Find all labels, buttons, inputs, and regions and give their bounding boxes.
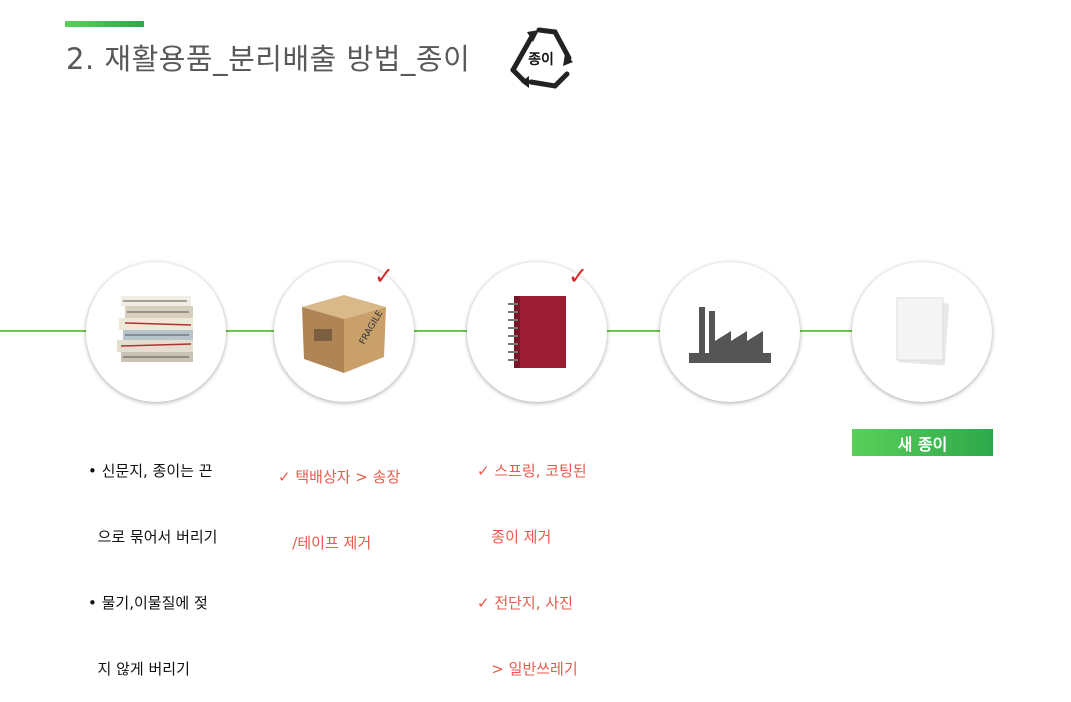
- note-line: > 일반쓰레기: [477, 660, 578, 678]
- note-line: • 물기,이물질에 젖: [88, 594, 208, 612]
- factory-icon: [689, 307, 771, 363]
- step-factory: [660, 262, 800, 402]
- step-notebook: [467, 262, 607, 402]
- note-line: ✓ 스프링, 코팅된: [477, 462, 587, 480]
- paper-sheets-icon: [896, 297, 950, 366]
- step3-notes: ✓ 스프링, 코팅된 종이 제거 ✓ 전단지, 사진 > 일반쓰레기: [477, 416, 587, 702]
- recycle-paper-icon: 종이: [505, 20, 577, 92]
- title-accent-bar: [65, 21, 144, 27]
- note-line: /테이프 제거: [278, 534, 372, 552]
- spiral-notebook-icon: [508, 296, 566, 368]
- check-icon: ✓: [568, 262, 589, 290]
- note-line: 으로 묶어서 버리기: [88, 528, 218, 546]
- new-paper-label: 새 종이: [852, 429, 993, 456]
- note-line: ✓ 전단지, 사진: [477, 594, 573, 612]
- step2-notes: ✓ 택배상자 > 송장 /테이프 제거: [278, 422, 400, 576]
- step-newspaper: [86, 262, 226, 402]
- process-line: [0, 330, 922, 332]
- newspaper-stack-icon: [117, 296, 193, 362]
- recycle-badge-label: 종이: [528, 51, 554, 68]
- note-line: 종이 제거: [477, 528, 552, 546]
- step-box: FRAGILE: [274, 262, 414, 402]
- note-line: ✓ 택배상자 > 송장: [278, 468, 401, 486]
- check-icon: ✓: [374, 262, 395, 290]
- cardboard-box-icon: FRAGILE: [302, 295, 386, 373]
- step-new-paper: [852, 262, 992, 402]
- page-title: 2. 재활용품_분리배출 방법_종이: [66, 42, 471, 76]
- note-line: 지 않게 버리기: [88, 660, 190, 678]
- step1-notes: • 신문지, 종이는 끈 으로 묶어서 버리기 • 물기,이물질에 젖 지 않게…: [88, 416, 217, 702]
- note-line: • 신문지, 종이는 끈: [88, 462, 213, 480]
